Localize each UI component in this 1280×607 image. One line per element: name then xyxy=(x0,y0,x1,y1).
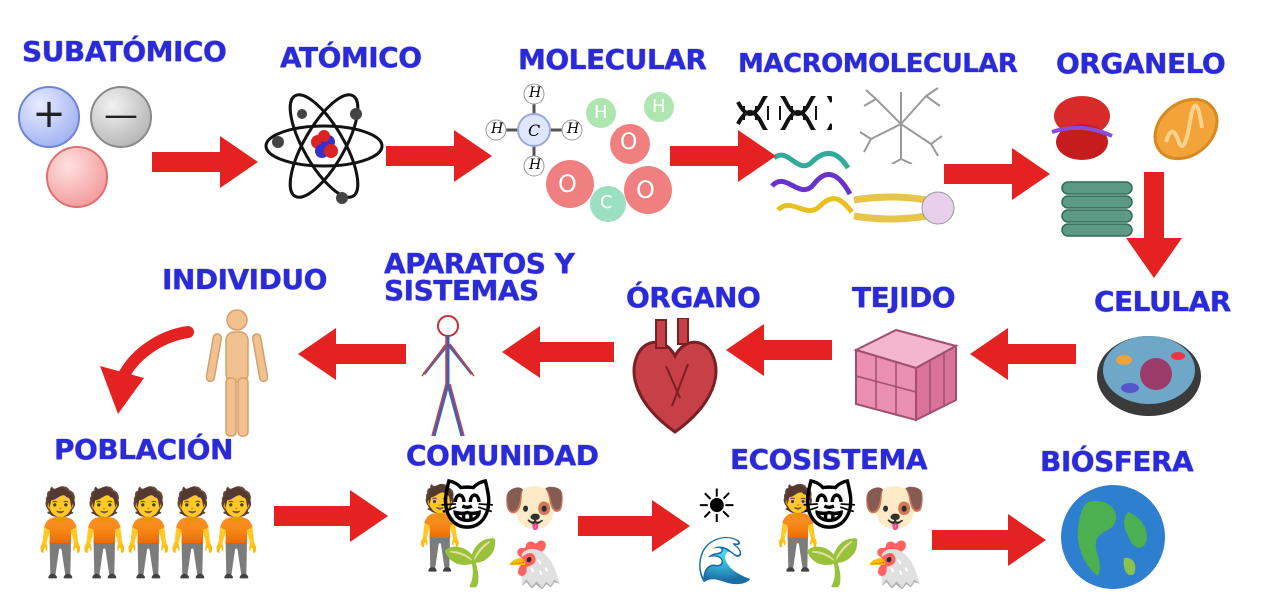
label-organelo: ORGANELO xyxy=(1056,47,1226,80)
water-h-left-letter: H xyxy=(594,102,608,123)
methane-h-bottom: H xyxy=(529,157,542,173)
co2-o-right-letter: O xyxy=(636,176,655,204)
co2-o-right-icon xyxy=(624,166,672,214)
seedling-icon: 🌱 xyxy=(442,535,500,589)
water-h-right-icon xyxy=(644,92,674,122)
label-tejido: TEJIDO xyxy=(852,281,956,314)
wave-icon: 🌊 xyxy=(696,533,754,587)
cell-icon xyxy=(1097,336,1201,416)
methane-molecule-icon xyxy=(485,83,583,177)
protein-icon xyxy=(770,151,854,214)
methane-h-left: H xyxy=(491,121,504,137)
electron-icon: — xyxy=(90,86,152,148)
arrow-down xyxy=(1126,172,1182,278)
tissue-icon xyxy=(853,328,959,422)
earth-icon xyxy=(1061,485,1165,589)
dog-face-icon: 🐶 xyxy=(862,478,927,538)
arrow-left xyxy=(970,328,1076,380)
co2-o-left-icon xyxy=(546,160,594,208)
label-organo: ÓRGANO xyxy=(626,281,761,314)
water-h-left-icon xyxy=(586,98,616,128)
microtubule-icon xyxy=(1061,181,1133,237)
plus-symbol: + xyxy=(32,91,66,137)
label-celular: CELULAR xyxy=(1094,285,1231,318)
co2-c-letter: C xyxy=(600,192,613,213)
label-poblacion: POBLACIÓN xyxy=(54,433,233,466)
label-aparatos-y-sistemas: APARATOS Y SISTEMAS xyxy=(384,247,575,307)
person-icon: 🧍 xyxy=(184,483,289,581)
arrow-right xyxy=(670,130,776,182)
cat-face-icon: 😸 xyxy=(802,478,857,538)
proton-icon: + xyxy=(18,86,80,148)
arrow-right xyxy=(274,490,388,542)
cat-face-icon: 😸 xyxy=(440,478,495,538)
arrow-right xyxy=(578,500,690,552)
water-h-right-letter: H xyxy=(652,96,666,117)
label-ecosistema: ECOSISTEMA xyxy=(730,443,928,476)
heart-icon xyxy=(632,318,718,434)
sun-icon: ☀ xyxy=(696,479,738,533)
arrow-curved-down-left xyxy=(100,326,194,414)
co2-o-left-letter: O xyxy=(558,170,577,198)
human-silhouette-icon xyxy=(206,309,268,437)
label-individuo: INDIVIDUO xyxy=(162,263,327,296)
label-molecular: MOLECULAR xyxy=(518,43,707,76)
person-icon: 🧍 xyxy=(748,481,848,574)
glycogen-icon xyxy=(859,87,943,164)
label-macromolecular: MACROMOLECULAR xyxy=(738,49,1018,79)
arrow-left xyxy=(502,326,614,378)
arrow-right xyxy=(944,148,1050,200)
body-systems-icon xyxy=(421,315,475,437)
water-o-letter: O xyxy=(620,130,638,155)
arrow-left xyxy=(298,328,406,380)
person-icon: 🧍 xyxy=(140,483,245,581)
label-comunidad: COMUNIDAD xyxy=(406,439,599,472)
dog-face-icon: 🐶 xyxy=(502,478,567,538)
person-icon: 🧍 xyxy=(52,483,157,581)
neutron-icon xyxy=(46,146,108,208)
label-aparatos-line1: APARATOS Y xyxy=(384,247,575,280)
person-icon: 🧍 xyxy=(96,483,201,581)
seedling-icon: 🌱 xyxy=(804,535,862,589)
methane-c-label: C xyxy=(528,121,541,140)
dna-icon xyxy=(736,96,832,130)
arrow-right xyxy=(152,136,258,188)
person-icon: 🧍 xyxy=(8,483,113,581)
person-icon: 🧍 xyxy=(390,481,490,574)
minus-symbol: — xyxy=(104,95,138,135)
mitochondria-icon xyxy=(1153,97,1219,161)
label-aparatos-line2: SISTEMAS xyxy=(384,274,539,307)
arrow-right xyxy=(386,130,492,182)
chicken-icon: 🐔 xyxy=(866,537,924,591)
water-o-icon xyxy=(610,124,650,164)
arrow-right xyxy=(932,514,1046,566)
chicken-icon: 🐔 xyxy=(506,537,564,591)
methane-h-top: H xyxy=(529,85,542,101)
ribosome-icon xyxy=(1051,96,1113,160)
label-subatomico: SUBATÓMICO xyxy=(22,35,227,68)
methane-h-right: H xyxy=(567,121,580,137)
lipid-icon xyxy=(853,191,955,225)
label-biosfera: BIÓSFERA xyxy=(1040,445,1194,478)
arrow-left xyxy=(726,324,832,376)
co2-c-icon xyxy=(590,186,626,222)
atom-icon xyxy=(264,93,384,204)
label-atomico: ATÓMICO xyxy=(280,41,422,74)
